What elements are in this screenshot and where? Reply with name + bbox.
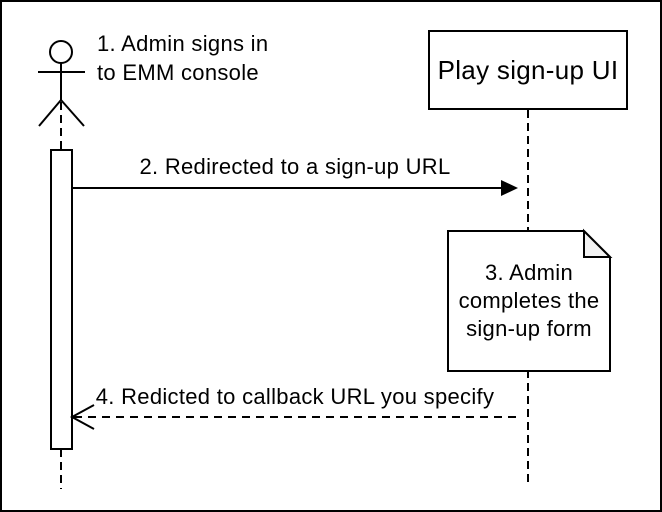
participant-box: Play sign-up UI [428,30,628,110]
participant-label: Play sign-up UI [437,54,619,85]
actor-label: 1. Admin signs in to EMM console [97,31,269,85]
message-2-arrowhead-icon [501,180,518,196]
message-4-label: 4. Redicted to callback URL you specify [95,384,495,409]
message-2-label: 2. Redirected to a sign-up URL [139,154,451,179]
actor-activation-bar [50,149,73,450]
actor-figure-icon [38,40,85,127]
actor-left-leg-line [38,99,62,127]
actor-right-leg-line [60,99,85,127]
note-label: 3. Admin completes the sign-up form [458,260,600,341]
note-fold-corner-icon [583,228,613,258]
message-4-open-arrowhead-icon [69,404,95,430]
note-shape [447,228,613,372]
actor-head-icon [49,40,73,64]
note-body [447,230,611,372]
message-2-arrow [72,180,518,196]
message-4-arrow [69,404,520,430]
